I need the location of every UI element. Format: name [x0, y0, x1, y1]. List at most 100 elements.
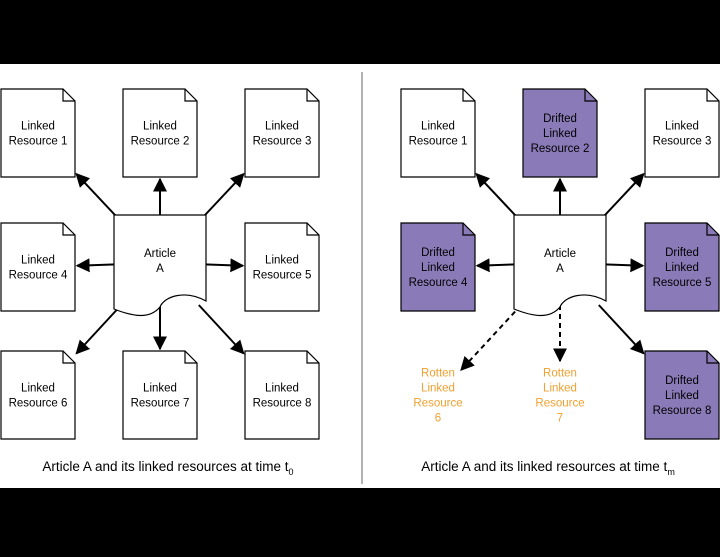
article-label: Article [144, 248, 176, 260]
left-caption-main: Article A and its linked resources at ti… [42, 459, 288, 474]
right-caption: Article A and its linked resources at ti… [421, 459, 675, 477]
resource-label-line: 7 [557, 413, 563, 425]
arrow-to-resource-3 [598, 172, 645, 222]
document-shape [244, 350, 320, 440]
resource-label-line: Drifted [543, 113, 577, 125]
folded-corner [62, 351, 75, 364]
folded-corner [306, 89, 319, 102]
resource-label-line: Linked [543, 383, 577, 395]
folded-corner [706, 89, 719, 102]
panel-background [0, 64, 720, 488]
arrow-to-resource-3 [198, 172, 245, 222]
resource-label-line: Drifted [665, 247, 699, 259]
arrow-to-resource-8 [198, 304, 245, 355]
folded-corner [706, 351, 719, 364]
arrow-to-resource-4 [75, 258, 117, 273]
document-shape [244, 88, 320, 178]
resource-label-line: Rotten [543, 368, 577, 380]
resource-label-line: Resource 2 [531, 143, 590, 155]
document-shape [0, 222, 76, 312]
right-caption-main: Article A and its linked resources at ti… [421, 459, 667, 474]
resource-label-line: 6 [435, 413, 441, 425]
resource-label-line: Linked [665, 262, 699, 274]
resource-label-line: Linked [21, 121, 55, 133]
arrow-to-resource-5 [603, 258, 645, 273]
resource-label-line: Resource 8 [653, 405, 712, 417]
resource-label-line: Resource [413, 398, 462, 410]
resource-label-line: Linked [421, 262, 455, 274]
left-caption-subscript: 0 [289, 467, 294, 477]
folded-corner [62, 223, 75, 236]
resource-label-line: Resource 4 [9, 270, 68, 282]
resource-label-line: Resource 5 [253, 270, 312, 282]
document-shape [644, 88, 720, 178]
folded-corner [184, 89, 197, 102]
resource-label-line: Drifted [421, 247, 455, 259]
resource-label-line: Resource 6 [9, 398, 68, 410]
document-shape [244, 222, 320, 312]
folded-corner [306, 351, 319, 364]
resource-label-line: Resource 2 [131, 136, 190, 148]
resource-label-line: Linked [665, 121, 699, 133]
arrow-to-resource-5 [203, 258, 245, 273]
folded-corner [462, 223, 475, 236]
resource-label-line: Linked [21, 383, 55, 395]
article-a-box [513, 214, 607, 317]
left-caption: Article A and its linked resources at ti… [42, 459, 293, 477]
arrow-to-resource-4 [475, 258, 517, 273]
document-shape [122, 88, 198, 178]
resource-label-line: Linked [543, 128, 577, 140]
document-shape [400, 222, 476, 312]
article-label: Article [544, 248, 576, 260]
document-shape [122, 350, 198, 440]
resource-label-line: Rotten [421, 368, 455, 380]
resource-label-line: Linked [143, 383, 177, 395]
resource-label-line: Linked [421, 383, 455, 395]
resource-label-line: Linked [21, 255, 55, 267]
resource-label-line: Resource 3 [253, 136, 312, 148]
right-caption-subscript: m [667, 467, 675, 477]
resource-label-line: Linked [265, 121, 299, 133]
arrow-to-resource-8 [598, 304, 645, 355]
resource-label-line: Resource 8 [253, 398, 312, 410]
folded-corner [184, 351, 197, 364]
resource-label-line: Linked [265, 383, 299, 395]
document-shape [0, 350, 76, 440]
arrow-to-resource-6 [460, 304, 522, 372]
resource-label-line: Resource [535, 398, 584, 410]
document-shape [0, 88, 76, 178]
article-a-box [113, 214, 207, 317]
folded-corner [584, 89, 597, 102]
resource-label-line: Resource 4 [409, 277, 468, 289]
folded-corner [62, 89, 75, 102]
folded-corner [706, 223, 719, 236]
resource-label-line: Linked [665, 390, 699, 402]
folded-corner [462, 89, 475, 102]
resource-label-line: Resource 1 [409, 136, 468, 148]
document-shape [644, 350, 720, 440]
resource-label-line: Linked [421, 121, 455, 133]
resource-label-line: Linked [265, 255, 299, 267]
arrow-to-resource-1 [475, 172, 522, 222]
arrow-to-resource-1 [75, 172, 122, 222]
resource-label-line: Resource 3 [653, 136, 712, 148]
article-letter: A [556, 263, 564, 275]
resource-label-line: Drifted [665, 375, 699, 387]
